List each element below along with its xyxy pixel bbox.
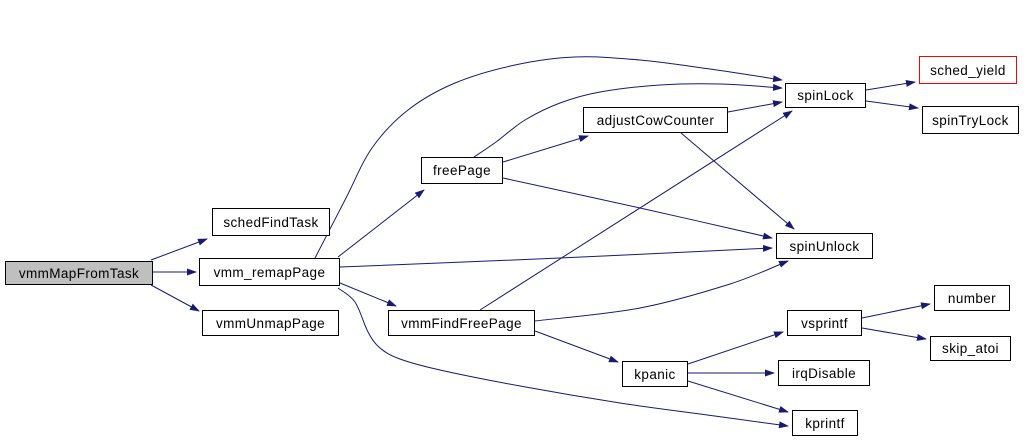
node-vmmUnmapPage[interactable]: vmmUnmapPage [202,310,339,336]
node-schedFindTask[interactable]: schedFindTask [212,208,330,236]
edge-vmm_remapPage-spinUnlock [339,244,773,268]
edge-freePage-adjustCowCounter [502,135,589,163]
edge-vmmFindFreePage-spinUnlock [534,260,789,322]
node-skip_atoi[interactable]: skip_atoi [930,336,1011,361]
edge-adjustCowCounter-spinLock [727,100,783,113]
edge-vmmMapFromTask-schedFindTask [150,238,208,261]
edge-vsprintf-number [861,302,931,319]
node-vsprintf[interactable]: vsprintf [787,310,862,336]
edge-vmmMapFromTask-vmmUnmapPage [150,284,200,312]
edge-freePage-spinLock [473,83,783,158]
edge-vmmFindFreePage-kpanic [534,330,619,363]
edge-spinLock-sched_yield [865,79,916,91]
edge-spinLock-spinTryLock [865,100,919,111]
edge-vmm_remapPage-vmmFindFreePage [339,282,397,307]
edge-adjustCowCounter-spinUnlock [680,132,795,230]
node-spinUnlock[interactable]: spinUnlock [776,233,873,259]
edge-kpanic-kprintf [687,380,789,413]
node-adjustCowCounter[interactable]: adjustCowCounter [583,107,728,133]
node-vmmFindFreePage[interactable]: vmmFindFreePage [388,310,535,336]
node-sched_yield[interactable]: sched_yield [919,56,1017,84]
node-kprintf[interactable]: kprintf [792,410,858,436]
edge-vsprintf-skip_atoi [861,327,927,341]
node-vmmMapFromTask: vmmMapFromTask [5,261,153,285]
node-spinTryLock[interactable]: spinTryLock [922,106,1019,134]
node-kpanic[interactable]: kpanic [622,361,688,387]
edge-vmm_remapPage-kprintf [337,287,789,429]
node-spinLock[interactable]: spinLock [785,83,866,108]
edge-freePage-spinUnlock [502,177,773,240]
node-number[interactable]: number [934,285,1010,311]
edge-vmm_remapPage-spinLock [314,56,783,259]
node-freePage[interactable]: freePage [421,157,503,184]
edge-vmm_remapPage-freePage [337,189,425,258]
edge-vmmFindFreePage-spinLock [479,110,793,311]
node-irqDisable[interactable]: irqDisable [778,360,870,386]
node-vmm_remapPage[interactable]: vmm_remapPage [199,258,340,286]
edge-kpanic-vsprintf [687,331,784,365]
